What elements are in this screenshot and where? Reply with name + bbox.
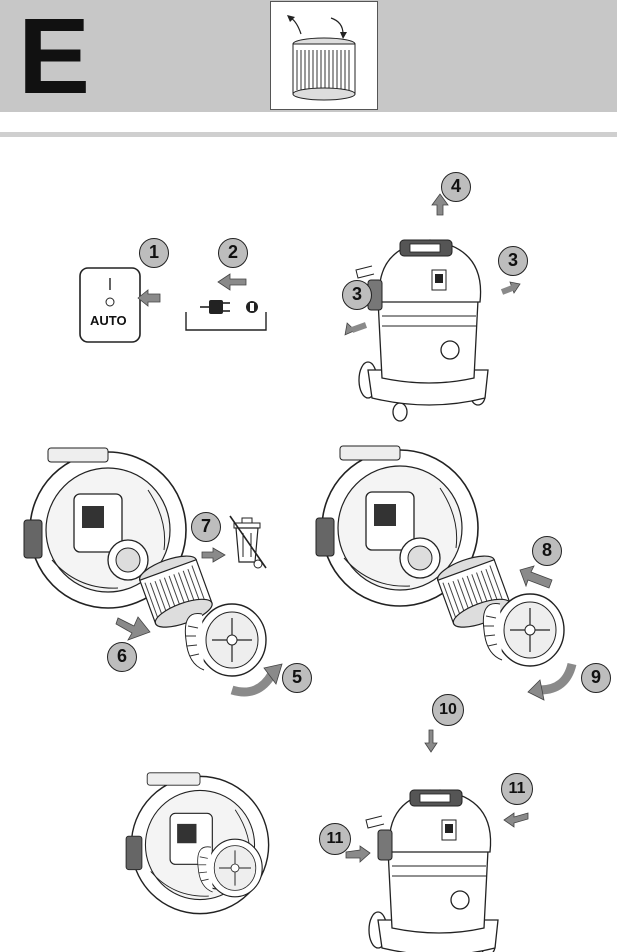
filter-cap-icon-2	[482, 593, 565, 667]
dispose-arrow-icon	[201, 547, 226, 563]
step-6-badge: 6	[107, 642, 137, 672]
section-letter: E	[18, 0, 91, 116]
clip-arrow-left-icon	[345, 845, 371, 863]
step-11-badge-left: 11	[319, 823, 351, 855]
step-11-badge-right: 11	[501, 773, 533, 805]
step-10-badge: 10	[432, 694, 464, 726]
trash-bin-icon	[229, 515, 267, 569]
unscrew-arrow-icon	[263, 663, 283, 685]
header-bar: E	[0, 0, 617, 112]
vacuum-cleaner-icon	[355, 239, 489, 422]
pull-arrow-icon	[115, 616, 151, 641]
step-8-badge: 8	[532, 536, 562, 566]
insert-arrow-icon	[519, 565, 553, 589]
power-switch-icon	[79, 267, 141, 343]
step-4-badge: 4	[441, 172, 471, 202]
step-3-badge-left: 3	[342, 280, 372, 310]
unplug-icon	[185, 300, 267, 331]
filter-cap-icon-3	[197, 838, 263, 898]
unplug-arrow-icon	[217, 273, 247, 291]
screw-arrow-icon	[527, 679, 545, 701]
step-7-badge: 7	[191, 512, 221, 542]
step-3-badge-right: 3	[498, 246, 528, 276]
release-arrow-left-icon	[344, 322, 356, 336]
step-1-badge: 1	[139, 238, 169, 268]
section-divider	[0, 132, 617, 137]
step-5-badge: 5	[282, 663, 312, 693]
clip-arrow-right-icon	[503, 812, 529, 828]
step-2-badge: 2	[218, 238, 248, 268]
vacuum-cleaner-icon-2	[365, 789, 499, 952]
step-9-badge: 9	[581, 663, 611, 693]
press-down-arrow-icon	[424, 729, 438, 753]
filter-rotate-icon	[270, 1, 378, 110]
filter-cap-icon	[184, 603, 267, 677]
switch-auto-label: AUTO	[90, 313, 127, 328]
press-arrow-icon	[137, 289, 161, 307]
lift-arrow-icon	[431, 193, 449, 216]
